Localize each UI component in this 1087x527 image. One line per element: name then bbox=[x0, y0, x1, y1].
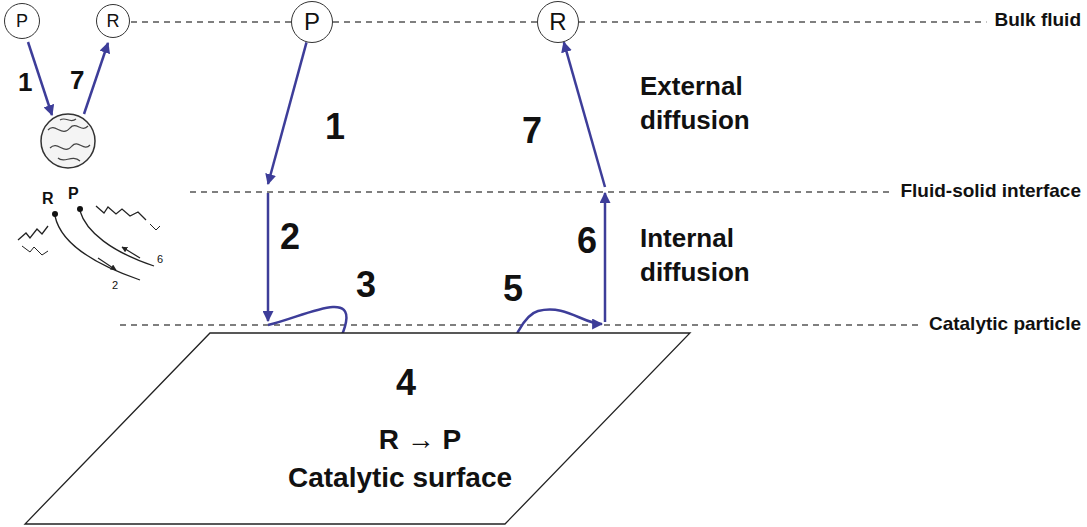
diffusion-step bbox=[564, 42, 605, 187]
pore-squiggle bbox=[48, 126, 88, 132]
zone-label: Catalytic particle bbox=[929, 313, 1081, 335]
pore-wall bbox=[18, 226, 48, 240]
reaction-text: R → P bbox=[379, 424, 461, 456]
callout-number: 1 bbox=[18, 68, 32, 98]
zone-label: Internal diffusion bbox=[640, 222, 800, 290]
pore-wall bbox=[150, 224, 160, 230]
pore-squiggle bbox=[60, 119, 76, 121]
callout-number: 5 bbox=[503, 268, 523, 309]
catalytic-surface: R → P Catalytic surface bbox=[0, 332, 692, 525]
level-line bbox=[579, 21, 986, 23]
catalyst-pellet bbox=[41, 114, 95, 168]
species-label: P bbox=[68, 185, 79, 203]
callout-number: 1 bbox=[325, 106, 345, 147]
species-circle: P bbox=[291, 1, 333, 43]
callout-number: 2 bbox=[112, 279, 118, 292]
species-circle: R bbox=[537, 1, 579, 43]
callout-number: 4 bbox=[396, 362, 416, 403]
pore-arrow bbox=[98, 258, 116, 270]
species-letter: R bbox=[107, 12, 120, 30]
species-letter: R bbox=[549, 10, 566, 34]
zone-label: External diffusion bbox=[640, 70, 800, 138]
pore-wall bbox=[96, 206, 146, 220]
callout-number: 6 bbox=[157, 253, 163, 266]
diffusion-step bbox=[267, 193, 270, 321]
level-line bbox=[131, 21, 291, 23]
species-circle: P bbox=[4, 3, 40, 39]
species-dot bbox=[52, 211, 58, 217]
callout-number: 6 bbox=[577, 220, 597, 261]
level-line bbox=[190, 191, 892, 193]
species-dot bbox=[77, 206, 83, 212]
species-letter: P bbox=[304, 10, 320, 34]
pore-path bbox=[80, 211, 154, 266]
pore-wall bbox=[22, 246, 48, 255]
surface-parallelogram bbox=[25, 333, 690, 524]
pore-arrow bbox=[122, 247, 140, 258]
zone-label: Bulk fluid bbox=[994, 9, 1081, 31]
callout-number: 7 bbox=[522, 110, 542, 151]
zone-label: Fluid-solid interface bbox=[900, 180, 1081, 202]
diffusion-step bbox=[604, 193, 607, 322]
species-letter: P bbox=[16, 12, 28, 30]
callout-number: 2 bbox=[280, 216, 300, 257]
callout-number: 7 bbox=[70, 66, 84, 96]
pore-path bbox=[55, 216, 140, 280]
species-label: R bbox=[42, 190, 54, 208]
surface-outline bbox=[0, 332, 692, 525]
diffusion-step bbox=[268, 42, 307, 184]
pore-squiggle bbox=[58, 158, 80, 161]
pore-squiggle bbox=[50, 144, 90, 150]
diffusion-arrow bbox=[84, 43, 108, 114]
level-line bbox=[333, 21, 537, 23]
surface-title: Catalytic surface bbox=[288, 462, 512, 494]
callout-number: 3 bbox=[356, 264, 376, 305]
species-circle: R bbox=[96, 4, 130, 38]
